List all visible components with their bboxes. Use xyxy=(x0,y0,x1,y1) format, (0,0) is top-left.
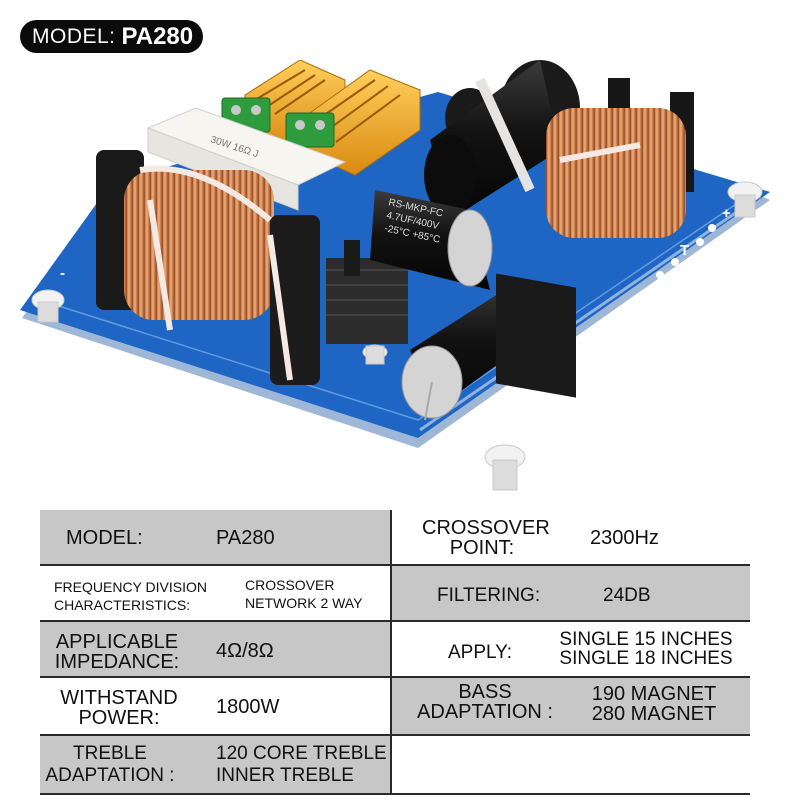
spec-treble-value: 120 CORE TREBLE INNER TREBLE xyxy=(216,743,387,786)
product-photo: + W - T + - 30W 16Ω J xyxy=(20,60,770,491)
spec-crossover-label: CROSSOVER POINT: xyxy=(422,517,550,559)
inductor-coil-small xyxy=(496,78,694,398)
inductor-coil-large xyxy=(96,150,320,385)
spec-power-value: 1800W xyxy=(216,696,280,718)
board-mark: - xyxy=(630,305,635,322)
spec-filtering-label: FILTERING: xyxy=(437,585,541,606)
spec-impedance-label: APPLICABLE IMPEDANCE: xyxy=(54,631,180,673)
spec-bass-label: BASS ADAPTATION : xyxy=(417,681,553,723)
model-badge-value: PA280 xyxy=(121,22,194,50)
model-badge-label: MODEL: xyxy=(32,24,116,48)
spec-impedance-value: 4Ω/8Ω xyxy=(216,640,274,662)
spec-filtering-value: 24DB xyxy=(603,585,651,606)
spec-frequency-value: CROSSOVER NETWORK 2 WAY xyxy=(245,577,363,612)
board-mark: + xyxy=(538,399,547,416)
spec-treble-label: TREBLE ADAPTATION : xyxy=(45,743,175,786)
spec-apply-value: SINGLE 15 INCHES SINGLE 18 INCHES xyxy=(559,629,733,669)
spec-model-label: MODEL: xyxy=(66,527,143,549)
spec-frequency-label: FREQUENCY DIVISION CHARACTERISTICS: xyxy=(54,579,207,614)
spec-bass-value: 190 MAGNET 280 MAGNET xyxy=(591,683,717,725)
board-mark: T xyxy=(680,242,689,259)
spec-power-label: WITHSTAND POWER: xyxy=(60,687,178,729)
model-badge: MODEL: PA280 xyxy=(20,20,203,53)
spec-table: MODEL: PA280 CROSSOVER POINT: 2300Hz FRE… xyxy=(40,510,750,795)
spec-model-value: PA280 xyxy=(216,527,275,549)
iron-core-inductor xyxy=(326,240,408,344)
spec-apply-label: APPLY: xyxy=(448,642,513,663)
capacitor: RS-MKP-FC 4.7UF/400V -25°C +85°C xyxy=(370,190,493,290)
mounting-post xyxy=(31,181,763,491)
spec-crossover-value: 2300Hz xyxy=(590,527,659,549)
board-mark: - xyxy=(60,265,65,282)
board-mark: W xyxy=(585,349,600,366)
board-mark: + xyxy=(722,205,731,222)
